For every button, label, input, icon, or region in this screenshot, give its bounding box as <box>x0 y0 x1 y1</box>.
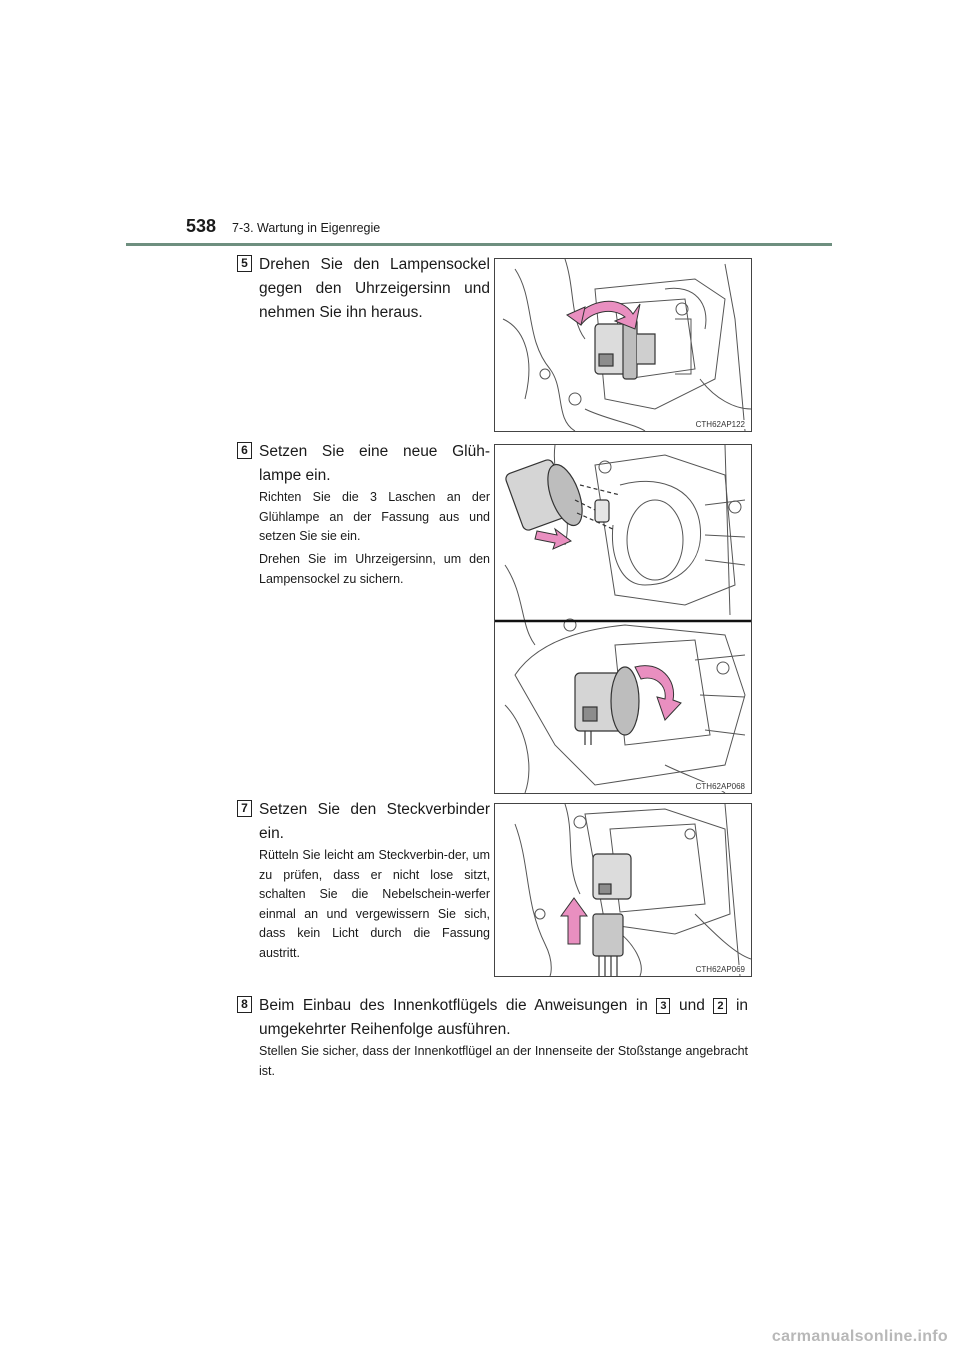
step-number-7: 7 <box>237 800 252 817</box>
step-8-note-1: Stellen Sie sicher, dass der Innenkotflü… <box>259 1044 748 1078</box>
figure-remove-bulb-socket: CTH62AP122 <box>494 258 752 432</box>
step-8-text-middle: und <box>679 997 705 1014</box>
bulb-socket-removal-illustration <box>502 259 751 431</box>
step-7-text: Setzen Sie den Steckverbinder ein. <box>259 801 490 842</box>
step-8-text-after: in umgekehrter Reihenfolge ausführen. <box>259 997 749 1038</box>
step-8-text-before: Beim Einbau des Innenkotflügels die Anwe… <box>259 997 648 1014</box>
page-number: 538 <box>186 216 217 236</box>
figure-code: CTH62AP069 <box>693 965 747 974</box>
connector-insertion-illustration <box>514 804 751 976</box>
section-title: 7-3. Wartung in Eigenregie <box>232 221 381 235</box>
step-6-note-1: Richten Sie die 3 Laschen an der Glühlam… <box>259 490 490 543</box>
step-8-text: Beim Einbau des Innenkotflügels die Anwe… <box>259 994 748 1042</box>
watermark: carmanualsonline.info <box>771 1328 948 1345</box>
step-ref-3: 3 <box>656 998 671 1014</box>
figure-insert-connector: CTH62AP069 <box>494 803 752 977</box>
header-divider <box>126 243 832 246</box>
figure-code: CTH62AP068 <box>693 782 747 791</box>
step-number-5: 5 <box>237 255 252 272</box>
step-6-note-2: Drehen Sie im Uhrzeigersinn, um den Lamp… <box>259 552 490 586</box>
step-5-text: Drehen Sie den Lampensockel gegen den Uh… <box>259 256 490 321</box>
step-number-8: 8 <box>237 996 252 1013</box>
step-6-text: Setzen Sie eine neue Glüh-lampe ein. <box>259 443 490 484</box>
figure-insert-new-bulb: CTH62AP068 <box>494 444 752 794</box>
step-7-note-1: Rütteln Sie leicht am Steckverbin-der, u… <box>259 848 490 960</box>
step-number-6: 6 <box>237 442 252 459</box>
step-ref-2: 2 <box>713 998 728 1014</box>
new-bulb-insertion-illustration <box>495 445 751 793</box>
figure-code: CTH62AP122 <box>693 420 747 429</box>
